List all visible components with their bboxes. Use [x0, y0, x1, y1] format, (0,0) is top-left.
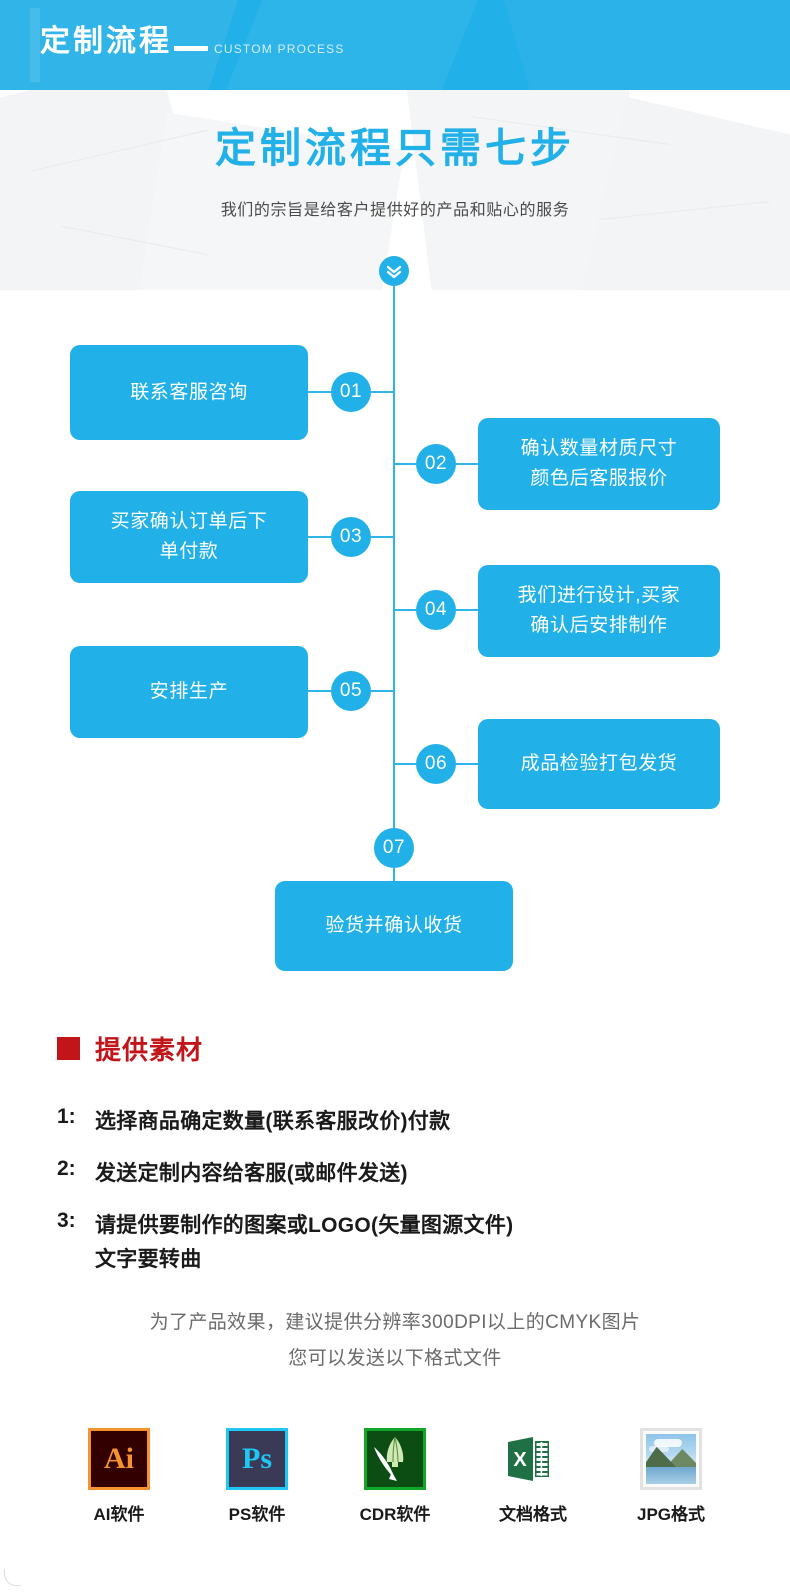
flow-step-02-connector [456, 463, 478, 465]
software-item-doc: X 文档格式 [489, 1428, 577, 1525]
banner-title-rule [174, 46, 208, 51]
hero-title: 定制流程只需七步 [215, 125, 575, 171]
software-item-ai-label: AI软件 [93, 1505, 145, 1524]
adobe-illustrator-icon: Ai [88, 1428, 150, 1490]
flow-step-04-number: 04 [416, 590, 456, 630]
flow-step-02-number: 02 [416, 444, 456, 484]
software-item-cdr: CDR软件 [351, 1428, 439, 1525]
software-item-cdr-label: CDR软件 [359, 1505, 431, 1524]
hero-subtitle: 我们的宗旨是给客户提供好的产品和贴心的服务 [220, 202, 570, 219]
material-item-3-text-line2: 文字要转曲 [95, 1248, 202, 1271]
adobe-illustrator-glyph: Ai [104, 1442, 134, 1475]
materials-note-line1: 为了产品效果，建议提供分辨率300DPI以上的CMYK图片 [149, 1312, 641, 1333]
cloud-shape-1 [654, 1439, 682, 1447]
flow-step-07-box[interactable]: 验货并确认收货 [275, 881, 513, 971]
software-format-list: Ai AI软件 Ps PS软件 CDR软件 [0, 1428, 790, 1525]
flow-step-03-line1: 买家确认订单后下 [110, 511, 268, 532]
red-square-bullet-icon [57, 1037, 80, 1060]
jpg-image-icon [640, 1428, 702, 1490]
material-item-2: 2: 发送定制内容给客服(或邮件发送) [57, 1157, 408, 1191]
flow-step-02-connector-left [394, 463, 416, 465]
flow-step-05-number: 05 [331, 671, 371, 711]
flow-step-02-line1: 确认数量材质尺寸 [520, 438, 678, 459]
material-item-1-text: 选择商品确定数量(联系客服改价)付款 [95, 1110, 451, 1133]
header-banner: 定制流程 CUSTOM PROCESS [0, 0, 790, 90]
flow-step-05-connector [308, 690, 331, 692]
banner-title-cn: 定制流程 [40, 25, 172, 58]
flow-step-03-number: 03 [331, 517, 371, 557]
flow-step-02-box[interactable]: 确认数量材质尺寸 颜色后客服报价 [478, 418, 720, 510]
flow-step-03-connector-right [371, 536, 394, 538]
double-chevron-down-icon [379, 256, 409, 286]
page-corner-mark [4, 1569, 21, 1586]
adobe-photoshop-icon: Ps [226, 1428, 288, 1490]
flow-step-06-connector-left [394, 763, 416, 765]
material-item-3-number: 3: [57, 1209, 76, 1232]
flow-step-04-line1: 我们进行设计,买家 [517, 585, 681, 606]
flow-step-01-connector-right [371, 391, 394, 393]
material-item-3-text-group: 请提供要制作的图案或LOGO(矢量图源文件) 文字要转曲 [95, 1209, 513, 1277]
material-item-3-text-line1: 请提供要制作的图案或LOGO(矢量图源文件) [95, 1214, 514, 1237]
jpg-image-thumbnail [646, 1434, 696, 1484]
flow-step-05-connector-right [371, 690, 394, 692]
flow-step-04-line2: 确认后安排制作 [530, 615, 668, 636]
svg-text:X: X [513, 1449, 527, 1471]
flow-step-07-connector [393, 868, 395, 882]
software-item-ps: Ps PS软件 [213, 1428, 301, 1525]
flow-step-07-number: 07 [374, 828, 414, 868]
adobe-photoshop-glyph: Ps [242, 1442, 272, 1475]
flow-step-02-line2: 颜色后客服报价 [530, 468, 668, 489]
material-item-2-number: 2: [57, 1157, 76, 1180]
materials-note: 为了产品效果，建议提供分辨率300DPI以上的CMYK图片 您可以发送以下格式文… [0, 1305, 790, 1377]
materials-heading: 提供素材 [57, 1030, 203, 1067]
flow-step-03-line2: 单付款 [159, 541, 219, 562]
flow-step-05-box[interactable]: 安排生产 [70, 646, 308, 738]
flow-step-04-connector [456, 609, 478, 611]
flow-step-06-box[interactable]: 成品检验打包发货 [478, 719, 720, 809]
flow-step-04-box[interactable]: 我们进行设计,买家 确认后安排制作 [478, 565, 720, 657]
process-flowchart: 联系客服咨询 01 02 确认数量材质尺寸 颜色后客服报价 买家确认订单后下 单… [70, 256, 720, 971]
banner-title-en: CUSTOM PROCESS [214, 42, 345, 56]
banner-texture-4 [30, 8, 40, 82]
flow-spine-line [393, 286, 395, 848]
water-shape [646, 1467, 696, 1484]
flow-step-01-number: 01 [331, 372, 371, 412]
software-item-jpg-label: JPG格式 [636, 1505, 706, 1524]
software-item-ai: Ai AI软件 [75, 1428, 163, 1525]
flow-step-04-connector-left [394, 609, 416, 611]
materials-heading-text: 提供素材 [95, 1035, 204, 1065]
material-item-2-text: 发送定制内容给客服(或邮件发送) [95, 1162, 408, 1185]
materials-note-line2: 您可以发送以下格式文件 [288, 1348, 502, 1369]
flow-step-01-box[interactable]: 联系客服咨询 [70, 345, 308, 440]
software-item-ps-label: PS软件 [228, 1505, 286, 1524]
coreldraw-icon [364, 1428, 426, 1490]
software-item-doc-label: 文档格式 [499, 1505, 567, 1524]
software-item-jpg: JPG格式 [627, 1428, 715, 1525]
flow-step-01-connector [308, 391, 331, 393]
flow-step-06-connector [456, 763, 478, 765]
flow-step-03-connector [308, 536, 331, 538]
excel-document-icon: X [502, 1428, 564, 1490]
material-item-1-number: 1: [57, 1105, 76, 1128]
banner-title-group: 定制流程 CUSTOM PROCESS [40, 23, 345, 61]
material-item-3: 3: 请提供要制作的图案或LOGO(矢量图源文件) 文字要转曲 [57, 1209, 513, 1277]
flow-step-06-number: 06 [416, 744, 456, 784]
material-item-1: 1: 选择商品确定数量(联系客服改价)付款 [57, 1105, 450, 1139]
flow-step-03-box[interactable]: 买家确认订单后下 单付款 [70, 491, 308, 583]
